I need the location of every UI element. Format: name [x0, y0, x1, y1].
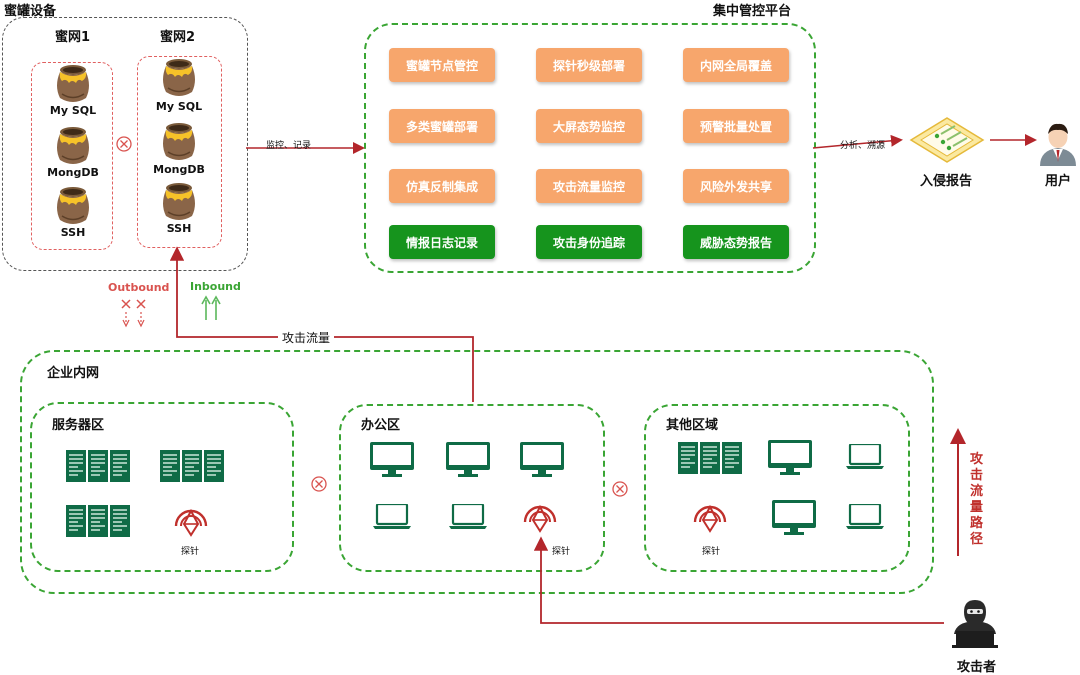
outbound-label: Outbound [108, 281, 170, 294]
attacker-label: 攻击者 [957, 660, 997, 675]
honeynet1-title: 蜜网1 [55, 30, 91, 45]
platform-feature-button[interactable]: 威胁态势报告 [683, 225, 789, 259]
inbound-allowed-arrows [201, 295, 221, 320]
platform-feature-button[interactable]: 风险外发共享 [683, 169, 789, 203]
inbound-label: Inbound [190, 280, 241, 293]
monitor-record-label: 监控、记录 [266, 141, 312, 151]
platform-feature-button[interactable]: 内网全局覆盖 [683, 48, 789, 82]
server-zone [30, 402, 294, 572]
platform-feature-button[interactable]: 攻击流量监控 [536, 169, 642, 203]
honeynet1-box [31, 62, 113, 250]
platform-feature-button[interactable]: 攻击身份追踪 [536, 225, 642, 259]
outbound-blocked-arrows [121, 299, 146, 328]
attacker-entry-line [533, 536, 944, 624]
platform-title: 集中管控平台 [713, 4, 792, 19]
intranet-title: 企业内网 [47, 366, 100, 381]
server-zone-probe-label: 探针 [181, 547, 200, 557]
honeypot2-item-mysql: My SQL [155, 100, 203, 113]
attack-path-label: 攻击流量路径 [970, 452, 984, 547]
report-icon [909, 117, 985, 163]
platform-feature-button[interactable]: 蜜罐节点管控 [389, 48, 495, 82]
analyze-trace-label: 分析、溯源 [840, 141, 886, 151]
honeypot1-item-ssh: SSH [60, 226, 86, 239]
office-zone-title: 办公区 [361, 418, 401, 433]
office-zone [339, 404, 605, 572]
attack-traffic-line [169, 246, 474, 402]
user-label: 用户 [1045, 174, 1072, 189]
honeynet2-title: 蜜网2 [160, 30, 196, 45]
platform-feature-button[interactable]: 大屏态势监控 [536, 109, 642, 143]
analyze-arrow [812, 134, 903, 149]
honeypot1-item-mongodb: MongDB [47, 166, 99, 179]
other-zone-probe-label: 探针 [702, 547, 721, 557]
other-zone [644, 404, 910, 572]
honeypot2-item-mongodb: MongDB [153, 163, 205, 176]
honeypot-title: 蜜罐设备 [4, 4, 57, 19]
honeypot1-item-mysql: My SQL [49, 104, 97, 117]
platform-feature-button[interactable]: 仿真反制集成 [389, 169, 495, 203]
server-zone-title: 服务器区 [52, 418, 105, 433]
office-zone-probe-label: 探针 [552, 547, 571, 557]
attack-traffic-label: 攻击流量 [278, 329, 335, 346]
other-zone-title: 其他区域 [666, 418, 719, 433]
platform-feature-button[interactable]: 预警批量处置 [683, 109, 789, 143]
platform-feature-button[interactable]: 多类蜜罐部署 [389, 109, 495, 143]
user-icon [1040, 123, 1076, 166]
honeypot-container [2, 17, 248, 271]
honeypot2-item-ssh: SSH [166, 222, 192, 235]
report-label: 入侵报告 [920, 174, 973, 189]
attacker-icon [952, 600, 998, 648]
platform-feature-button[interactable]: 探针秒级部署 [536, 48, 642, 82]
intranet-container [20, 350, 934, 594]
platform-feature-button[interactable]: 情报日志记录 [389, 225, 495, 259]
